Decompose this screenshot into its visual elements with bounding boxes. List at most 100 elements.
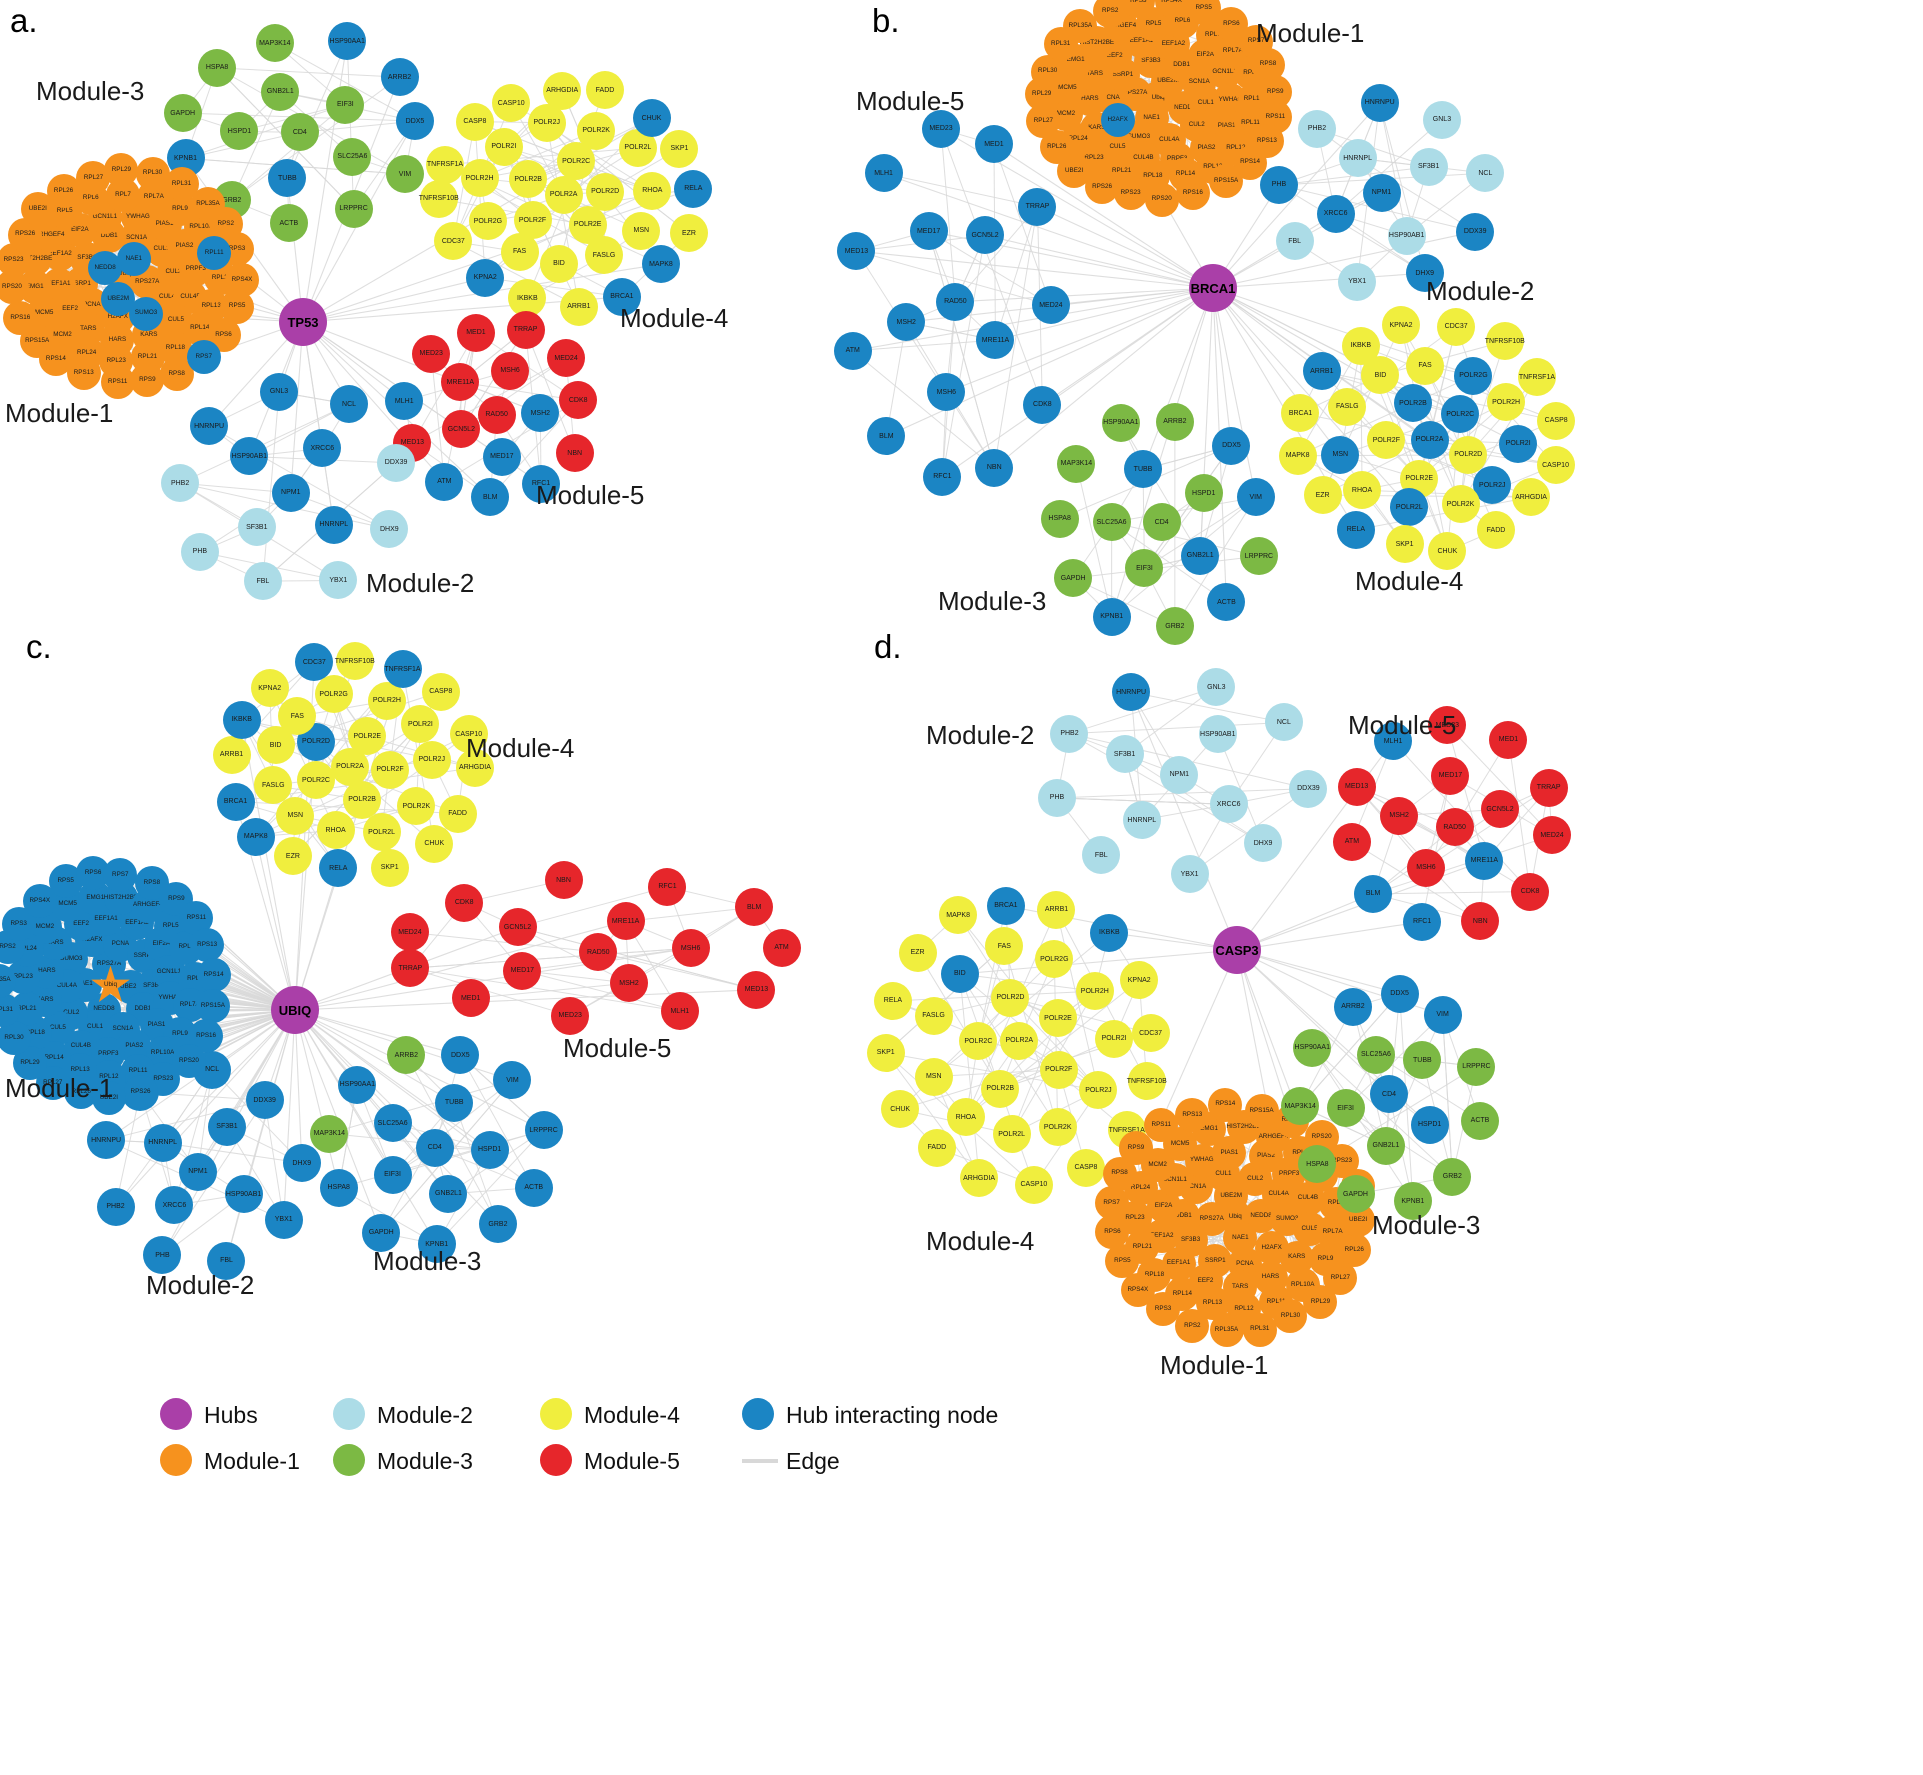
- hub-node-casp3[interactable]: CASP3: [1213, 926, 1261, 974]
- node-mlh1[interactable]: MLH1: [660, 992, 699, 1031]
- node-skp1[interactable]: SKP1: [1385, 525, 1424, 564]
- node-map3k14[interactable]: MAP3K14: [310, 1114, 349, 1153]
- node-cd4[interactable]: CD4: [280, 113, 319, 152]
- node-gnl3[interactable]: GNL3: [1422, 100, 1461, 139]
- node-xrcc6[interactable]: XRCC6: [303, 429, 342, 468]
- node-ezr[interactable]: EZR: [1303, 476, 1342, 515]
- node-polr2d[interactable]: POLR2D: [1449, 435, 1488, 474]
- node-casp8[interactable]: CASP8: [421, 672, 460, 711]
- node-med24[interactable]: MED24: [390, 913, 429, 952]
- node-cdk8[interactable]: CDK8: [1511, 872, 1550, 911]
- node-fadd[interactable]: FADD: [438, 794, 477, 833]
- node-polr2g[interactable]: POLR2G: [1454, 356, 1493, 395]
- node-gnl3[interactable]: GNL3: [260, 372, 299, 411]
- node-polr2k[interactable]: POLR2K: [1038, 1108, 1077, 1147]
- node-chuk[interactable]: CHUK: [632, 99, 671, 138]
- node-casp10[interactable]: CASP10: [1536, 446, 1575, 485]
- node-arrb2[interactable]: ARRB2: [380, 58, 419, 97]
- node-npm1[interactable]: NPM1: [178, 1152, 217, 1191]
- node-rps15a[interactable]: RPS15A: [195, 988, 230, 1023]
- node-xrcc6[interactable]: XRCC6: [1209, 785, 1248, 824]
- node-eif3i[interactable]: EIF3I: [373, 1155, 412, 1194]
- node-polr2f[interactable]: POLR2F: [1039, 1050, 1078, 1089]
- node-med23[interactable]: MED23: [412, 334, 451, 373]
- node-dhx9[interactable]: DHX9: [282, 1144, 321, 1182]
- node-eif3i[interactable]: EIF3I: [1326, 1089, 1365, 1128]
- node-rps7[interactable]: RPS7: [1094, 1186, 1129, 1221]
- node-slc25a6[interactable]: SLC25A6: [1356, 1035, 1395, 1074]
- node-ddx39[interactable]: DDX39: [1456, 212, 1495, 251]
- node-brca1[interactable]: BRCA1: [986, 886, 1025, 925]
- hub-node-brca1[interactable]: BRCA1: [1189, 264, 1237, 312]
- node-rps15a[interactable]: RPS15A: [1209, 164, 1244, 199]
- node-cd4[interactable]: CD4: [415, 1128, 454, 1167]
- node-blm[interactable]: BLM: [471, 478, 510, 517]
- node-ddx39[interactable]: DDX39: [1289, 769, 1328, 808]
- node-med13[interactable]: MED13: [737, 970, 776, 1009]
- node-tnfrsf10b[interactable]: TNFRSF10B: [335, 642, 375, 681]
- node-actb[interactable]: ACTB: [1461, 1101, 1499, 1140]
- node-hnrnpu[interactable]: HNRNPU: [1112, 673, 1151, 712]
- node-hnrnpl[interactable]: HNRNPL: [143, 1123, 182, 1162]
- node-hsp90ab1[interactable]: HSP90AB1: [224, 1175, 263, 1214]
- node-sumo3[interactable]: SUMO3: [129, 296, 164, 331]
- node-rps14[interactable]: RPS14: [1208, 1087, 1243, 1122]
- node-hspa8[interactable]: HSPA8: [319, 1168, 358, 1207]
- node-skp1[interactable]: SKP1: [370, 848, 409, 887]
- node-rps11[interactable]: RPS11: [1144, 1108, 1179, 1143]
- node-polr2d[interactable]: POLR2D: [586, 172, 625, 211]
- node-cdk8[interactable]: CDK8: [1023, 385, 1062, 424]
- node-rpl11[interactable]: RPL11: [197, 235, 232, 270]
- node-lrpprc[interactable]: LRPPRC: [1239, 537, 1278, 576]
- node-tnfrsf10b[interactable]: TNFRSF10B: [1127, 1062, 1167, 1101]
- node-cdk8[interactable]: CDK8: [445, 883, 484, 922]
- node-polr2i[interactable]: POLR2I: [1095, 1019, 1134, 1058]
- node-arhgdia[interactable]: ARHGDIA: [1512, 478, 1551, 517]
- node-rpl31[interactable]: RPL31: [1242, 1312, 1277, 1347]
- node-sf3b1[interactable]: SF3B1: [1105, 735, 1144, 774]
- node-tnfrsf1a[interactable]: TNFRSF1A: [425, 145, 464, 184]
- node-rad50[interactable]: RAD50: [477, 395, 516, 434]
- node-med13[interactable]: MED13: [1337, 767, 1376, 806]
- node-bid[interactable]: BID: [540, 244, 578, 283]
- node-tnfrsf10b[interactable]: TNFRSF10B: [419, 179, 459, 218]
- node-polr2f[interactable]: POLR2F: [370, 750, 409, 789]
- node-med1[interactable]: MED1: [456, 313, 495, 352]
- node-ddx5[interactable]: DDX5: [1380, 974, 1419, 1013]
- node-msh2[interactable]: MSH2: [610, 964, 649, 1003]
- node-ube2i[interactable]: UBE2I: [1057, 154, 1092, 189]
- node-map3k14[interactable]: MAP3K14: [255, 24, 294, 63]
- node-blm[interactable]: BLM: [1354, 874, 1393, 913]
- node-polr2i[interactable]: POLR2I: [484, 127, 523, 166]
- node-grb2[interactable]: GRB2: [478, 1205, 517, 1244]
- node-casp10[interactable]: CASP10: [492, 84, 531, 122]
- node-arrb1[interactable]: ARRB1: [559, 287, 598, 326]
- node-hspd1[interactable]: HSPD1: [470, 1130, 509, 1169]
- node-mlh1[interactable]: MLH1: [385, 382, 424, 421]
- node-fas[interactable]: FAS: [500, 232, 539, 271]
- node-med17[interactable]: MED17: [482, 437, 521, 476]
- node-hsp90ab1[interactable]: HSP90AB1: [1387, 216, 1426, 255]
- node-arrb1[interactable]: ARRB1: [1302, 352, 1341, 391]
- node-mlh1[interactable]: MLH1: [864, 154, 903, 193]
- node-med1[interactable]: MED1: [451, 979, 490, 1018]
- node-hnrnpl[interactable]: HNRNPL: [314, 505, 353, 544]
- node-rps14[interactable]: RPS14: [196, 958, 231, 992]
- node-map3k14[interactable]: MAP3K14: [1057, 444, 1096, 483]
- node-slc25a6[interactable]: SLC25A6: [1092, 503, 1131, 542]
- node-polr2a[interactable]: POLR2A: [1000, 1021, 1039, 1060]
- node-gapdh[interactable]: GAPDH: [1336, 1175, 1375, 1214]
- node-atm[interactable]: ATM: [425, 462, 464, 501]
- node-rela[interactable]: RELA: [674, 169, 713, 208]
- node-arrb2[interactable]: ARRB2: [1333, 987, 1372, 1026]
- node-npm1[interactable]: NPM1: [1362, 173, 1401, 212]
- node-faslg[interactable]: FASLG: [914, 996, 953, 1035]
- node-msh6[interactable]: MSH6: [1406, 848, 1445, 887]
- node-cdc37[interactable]: CDC37: [1437, 307, 1476, 346]
- node-med24[interactable]: MED24: [1031, 286, 1070, 325]
- node-hspd1[interactable]: HSPD1: [1184, 474, 1223, 513]
- node-med17[interactable]: MED17: [909, 212, 948, 251]
- node-npm1[interactable]: NPM1: [271, 473, 310, 512]
- node-ezr[interactable]: EZR: [898, 933, 937, 972]
- node-gnl3[interactable]: GNL3: [1197, 668, 1236, 707]
